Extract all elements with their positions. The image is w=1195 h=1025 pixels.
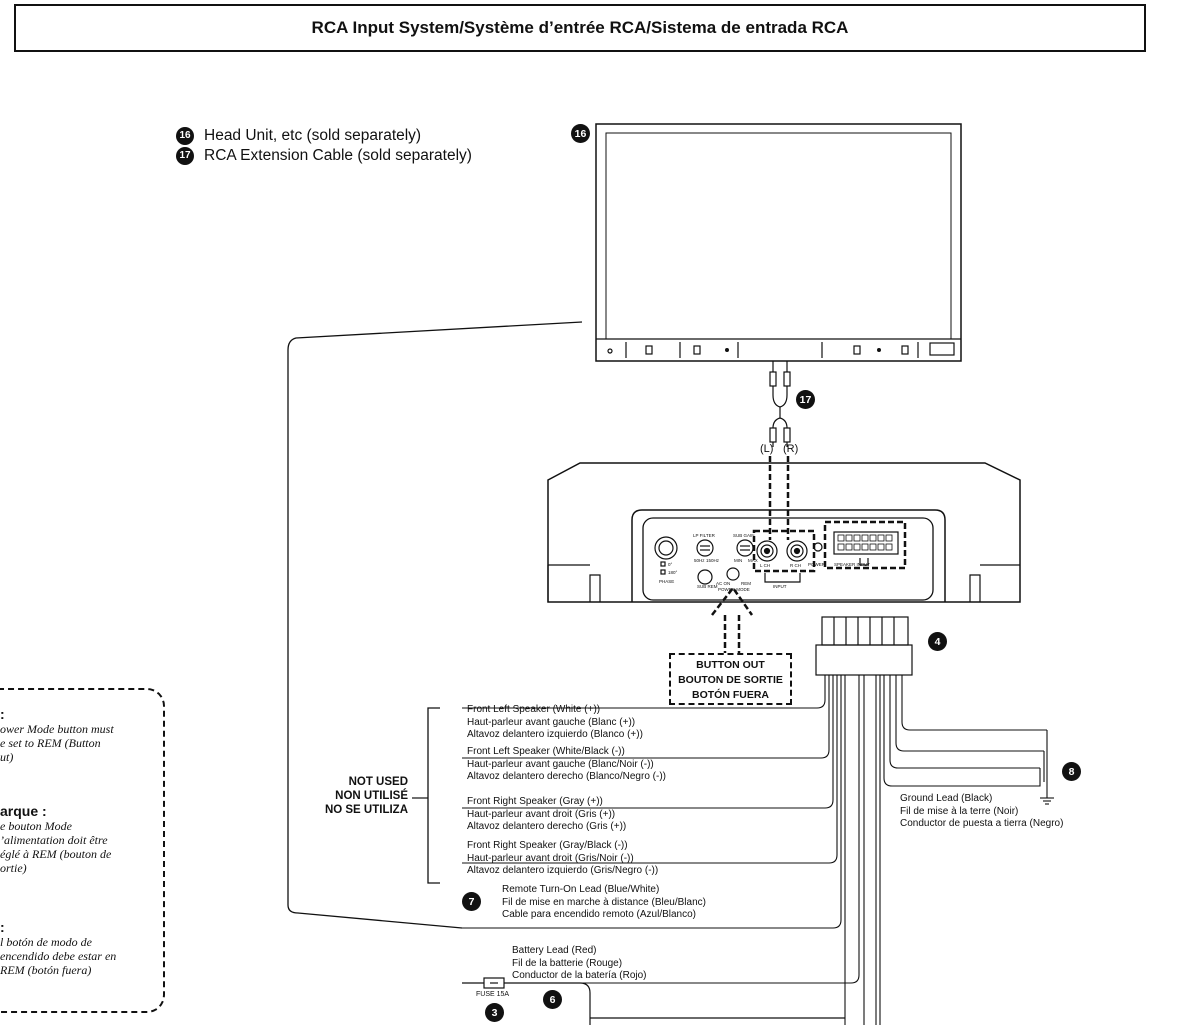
rch-label: R CH — [790, 563, 801, 568]
callout-16: 16 — [571, 124, 590, 143]
legend: 16 Head Unit, etc (sold separately) 17 R… — [176, 126, 472, 166]
wiring-harness-connector — [815, 616, 913, 676]
callout-badge: 17 — [176, 147, 194, 165]
phase-label: PHASE — [659, 579, 674, 584]
speaker-wire-label: Front Left Speaker (White/Black (-)) Hau… — [467, 746, 666, 782]
note-fr: arque : e bouton Mode ’alimentation doit… — [0, 803, 112, 875]
hz50-label: 50Hz — [694, 558, 705, 563]
remote-wire-label: Remote Turn-On Lead (Blue/White) Fil de … — [502, 884, 706, 920]
max-label: MAX — [748, 558, 758, 563]
note-en: : ower Mode button must e set to REM (Bu… — [0, 706, 114, 764]
power-mode-label: POWER MODE — [718, 587, 750, 592]
callout-7: 7 — [462, 892, 481, 911]
speaker-wire-label: Front Right Speaker (Gray/Black (-)) Hau… — [467, 840, 659, 876]
battery-fuse — [462, 977, 845, 1025]
amplifier — [547, 462, 1021, 603]
button-out-box: BUTTON OUT BOUTON DE SORTIE BOTÓN FUERA — [669, 653, 792, 705]
rca-left-label: (L) — [760, 443, 774, 455]
button-out-fr: BOUTON DE SORTIE — [678, 674, 783, 686]
speaker-input-label: SPEAKER INPUT — [834, 562, 870, 567]
button-out-es: BOTÓN FUERA — [692, 689, 769, 701]
callout-8: 8 — [1062, 762, 1081, 781]
speaker-wire-label: Front Left Speaker (White (+)) Haut-parl… — [467, 704, 643, 740]
button-out-leader — [711, 585, 754, 653]
not-used-bracket — [427, 707, 440, 884]
legend-item-head-unit: 16 Head Unit, etc (sold separately) — [176, 126, 472, 146]
rem-label: REM — [741, 581, 751, 586]
callout-6: 6 — [543, 990, 562, 1009]
fuse-label: FUSE 15A — [476, 991, 510, 998]
lch-label: L CH — [760, 563, 770, 568]
min-label: MIN — [734, 558, 742, 563]
power-mode-button-icon — [726, 567, 740, 581]
rca-extension-cable — [768, 361, 791, 540]
note-es: : l botón de modo de encendido debe esta… — [0, 919, 117, 977]
deg0-label: 0° — [668, 562, 673, 567]
rca-right-label: (R) — [783, 443, 799, 455]
hz150-label: 150Hz — [706, 558, 720, 563]
power-knob-icon — [607, 348, 613, 354]
legend-text: Head Unit, etc (sold separately) — [204, 127, 422, 144]
speaker-wire-label: Front Right Speaker (Gray (+)) Haut-parl… — [467, 796, 627, 832]
lp-filter-label: LP FILTER — [693, 533, 716, 538]
remote-lead-to-head-unit — [287, 321, 583, 929]
not-used-label: NOT USED NON UTILISÉ NO SE UTILIZA — [324, 776, 408, 816]
section-title: RCA Input System/Système d’entrée RCA/Si… — [14, 4, 1146, 52]
sub-gain-label: SUB GAIN — [733, 533, 755, 538]
ground-wire-label: Ground Lead (Black) Fil de mise à la ter… — [900, 793, 1064, 829]
head-unit — [595, 123, 962, 362]
sub-rem-jack-icon — [697, 569, 713, 585]
input-label: INPUT — [773, 584, 787, 589]
ac-on-label: AC ON — [716, 581, 730, 586]
callout-17: 17 — [796, 390, 815, 409]
button-out-en: BUTTON OUT — [696, 659, 765, 671]
harness-wires — [462, 675, 1054, 1025]
legend-item-rca-cable: 17 RCA Extension Cable (sold separately) — [176, 146, 472, 166]
legend-text: RCA Extension Cable (sold separately) — [204, 147, 472, 164]
battery-wire-label: Battery Lead (Red) Fil de la batterie (R… — [512, 945, 647, 981]
callout-3: 3 — [485, 1003, 504, 1022]
amp-panel-labels: PHASE 0° 180° LP FILTER SUB GAIN 50Hz 15… — [659, 533, 870, 592]
callout-badge: 16 — [176, 127, 194, 145]
power-label: POWER — [808, 562, 826, 567]
deg180-label: 180° — [668, 570, 678, 575]
sub-rem-label: SUB REM — [697, 584, 718, 589]
note-box — [0, 688, 165, 1013]
callout-4: 4 — [928, 632, 947, 651]
